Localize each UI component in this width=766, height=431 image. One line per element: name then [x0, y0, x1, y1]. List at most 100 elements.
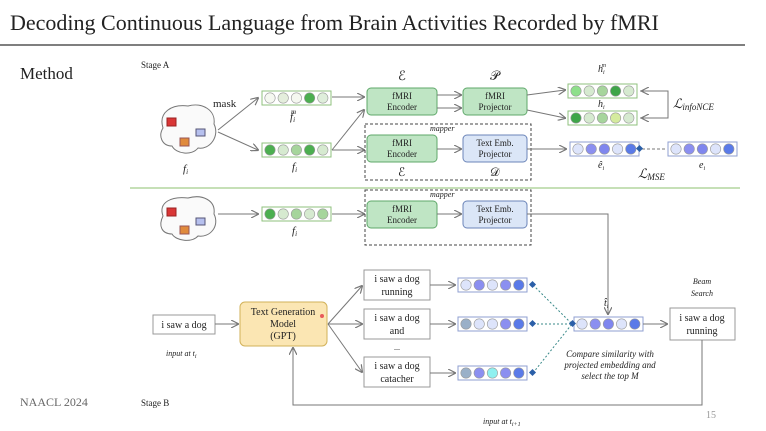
brain-icon	[160, 104, 217, 154]
vector-element	[610, 85, 622, 97]
vector-element	[500, 279, 512, 291]
fmri-encoder-box: fMRI Encoder	[366, 134, 438, 163]
brain-icon	[160, 196, 217, 241]
feedback-caption: input at ti+1	[483, 417, 521, 428]
mapper-box	[364, 189, 532, 246]
similarity-links	[532, 284, 573, 374]
diamond-icon	[568, 319, 577, 328]
svg-text:Projector: Projector	[479, 149, 512, 159]
e-label: ei	[699, 160, 705, 172]
ellipsis: ...	[394, 343, 400, 352]
arrow-mask	[217, 98, 258, 131]
svg-text:Encoder: Encoder	[387, 102, 417, 112]
vector-element	[290, 144, 302, 156]
vector-element	[710, 143, 722, 155]
text-embedding-projector-box: Text Emb. Projector	[462, 134, 528, 163]
arrow-projector-to-t-hat	[527, 213, 608, 314]
vector-element	[486, 367, 498, 379]
svg-text:and: and	[390, 326, 404, 337]
arrow-f-encoder	[331, 110, 364, 151]
text-embedding-projector-box: Text Emb. Projector	[462, 200, 528, 229]
gpt-model-box: Text Generation Model (GPT)	[239, 301, 328, 347]
diamond-icon	[528, 319, 537, 328]
output-text-box: i saw a dog running	[669, 307, 736, 341]
vector-element	[723, 143, 735, 155]
embedding-vector-h-masked	[567, 83, 638, 99]
diamond-icon	[635, 144, 644, 153]
svg-text:fMRI: fMRI	[485, 91, 505, 101]
vector-element	[596, 112, 608, 124]
vector-element	[612, 143, 624, 155]
fmri-projector-box: fMRI Projector	[462, 87, 528, 116]
vector-element	[623, 85, 635, 97]
vector-element	[264, 144, 276, 156]
decoder-symbol: 𝒟	[490, 165, 500, 179]
fmri-encoder-box: fMRI Encoder	[366, 87, 438, 116]
vector-element	[625, 143, 637, 155]
svg-text:Encoder: Encoder	[387, 215, 417, 225]
vector-element	[290, 92, 302, 104]
input-caption: input at ti	[166, 349, 197, 360]
vector-element	[264, 208, 276, 220]
vector-element	[500, 367, 512, 379]
brain-label: fi	[183, 163, 188, 176]
vector-element	[304, 92, 316, 104]
embedding-vector-t-hat	[573, 316, 644, 332]
vector-element	[670, 143, 682, 155]
svg-text:(GPT): (GPT)	[270, 331, 296, 342]
svg-text:fMRI: fMRI	[392, 204, 412, 214]
vector-element	[616, 318, 628, 330]
svg-text:Model: Model	[270, 319, 296, 330]
vector-element	[290, 208, 302, 220]
vector-element	[602, 318, 614, 330]
vector-element	[596, 85, 608, 97]
beam-search-label: Search	[691, 289, 713, 298]
arrow	[327, 286, 362, 325]
candidate-box: i saw a dog catacher	[363, 356, 431, 388]
vector-element	[583, 85, 595, 97]
svg-text:catacher: catacher	[380, 374, 414, 385]
h-label: hi	[598, 99, 605, 111]
vector-element	[277, 208, 289, 220]
embedding-vector-cand3	[457, 365, 528, 381]
e-hat-label: êi	[598, 160, 604, 172]
fmri-encoder-box: fMRI Encoder	[366, 200, 438, 229]
vector-element	[277, 144, 289, 156]
vector-element	[460, 318, 472, 330]
svg-text:Text Emb.: Text Emb.	[476, 204, 513, 214]
compare-text: Compare similarity with	[566, 349, 654, 359]
embedding-vector-cand2	[457, 316, 528, 332]
beam-search-label: Beam	[693, 277, 711, 286]
diamond-icon	[528, 368, 537, 377]
svg-text:i saw a dog: i saw a dog	[374, 313, 419, 324]
stage-b-label: Stage B	[141, 398, 169, 408]
vector-element	[304, 144, 316, 156]
compare-text: select the top M	[581, 371, 639, 381]
svg-text:i saw a dog: i saw a dog	[374, 361, 419, 372]
encoder-symbol: ℰ	[398, 68, 406, 83]
mapper-label: mapper	[430, 124, 455, 133]
vector-element	[513, 318, 525, 330]
vector-element	[317, 144, 329, 156]
mapper-label: mapper	[430, 190, 455, 199]
svg-text:running: running	[686, 326, 717, 337]
embedding-vector-h	[567, 110, 638, 126]
vector-element	[572, 143, 584, 155]
embedding-vector-f-b	[261, 206, 332, 222]
vector-element	[696, 143, 708, 155]
vector-element	[304, 208, 316, 220]
vector-element	[576, 318, 588, 330]
svg-text:i saw a dog: i saw a dog	[679, 313, 724, 324]
vector-element	[683, 143, 695, 155]
vector-element	[473, 279, 485, 291]
vector-label: fi	[292, 225, 297, 238]
vector-element	[623, 112, 635, 124]
vector-element	[486, 279, 498, 291]
svg-text:Projector: Projector	[479, 102, 512, 112]
stage-a-label: Stage A	[141, 60, 170, 70]
vector-element	[473, 318, 485, 330]
infonce-bracket	[640, 90, 669, 119]
footer-venue: NAACL 2024	[20, 395, 88, 409]
svg-text:i saw a dog: i saw a dog	[161, 320, 206, 331]
